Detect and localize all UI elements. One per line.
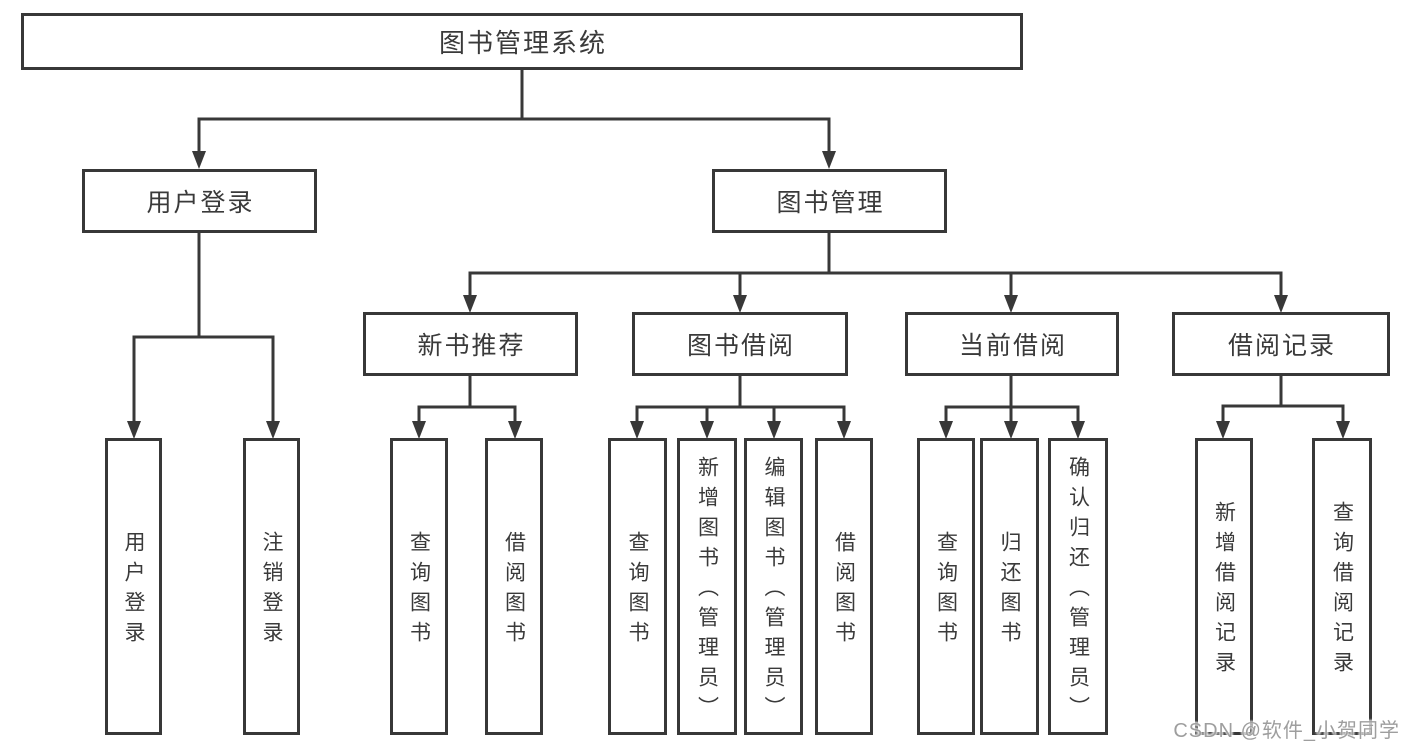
leaf-query-books-recommend: 查询图书	[390, 438, 448, 735]
node-label: 查询图书	[407, 531, 431, 651]
connector-line	[1221, 404, 1345, 421]
connector-line	[132, 335, 275, 421]
arrow-down-icon	[837, 421, 851, 439]
node-label: 查询图书	[626, 531, 649, 651]
node-label: 图书管理	[776, 189, 885, 217]
node-label: 图书借阅	[686, 332, 795, 360]
node-label: 新书推荐	[417, 332, 526, 360]
node-label: 编辑图书（管理员）	[762, 456, 785, 726]
arrow-down-icon	[733, 295, 747, 313]
connector-lines	[132, 70, 1345, 421]
node-label: 借阅图书	[832, 531, 856, 651]
arrow-down-icon	[939, 421, 953, 439]
node-new-book-recommend: 新书推荐	[363, 312, 578, 376]
arrow-down-icon	[767, 421, 781, 439]
csdn-watermark: CSDN @软件_小贺同学	[1173, 720, 1400, 742]
node-current-borrow: 当前借阅	[905, 312, 1119, 376]
leaf-return-book: 归还图书	[980, 438, 1039, 735]
arrow-down-icon	[1274, 295, 1288, 313]
node-book-management: 图书管理	[712, 169, 947, 233]
arrowheads	[127, 151, 1350, 439]
arrow-down-icon	[266, 421, 280, 439]
node-label: 图书管理系统	[438, 28, 607, 58]
leaf-add-book-admin: 新增图书（管理员）	[677, 438, 737, 735]
node-label: 确认归还（管理员）	[1066, 456, 1090, 726]
node-label: 新增借阅记录	[1212, 501, 1236, 681]
leaf-user-login: 用户登录	[105, 438, 162, 735]
leaf-confirm-return-admin: 确认归还（管理员）	[1048, 438, 1108, 735]
node-borrow-records: 借阅记录	[1172, 312, 1390, 376]
arrow-down-icon	[127, 421, 141, 439]
arrow-down-icon	[192, 151, 206, 169]
leaf-edit-book-admin: 编辑图书（管理员）	[744, 438, 803, 735]
node-label: 归还图书	[998, 531, 1021, 651]
node-label: 查询图书	[934, 531, 958, 651]
node-label: 用户登录	[146, 189, 255, 217]
arrow-down-icon	[1071, 421, 1085, 439]
node-label: 借阅记录	[1227, 332, 1336, 360]
arrow-down-icon	[412, 421, 426, 439]
node-label: 当前借阅	[958, 332, 1067, 360]
arrow-down-icon	[700, 421, 714, 439]
arrow-down-icon	[822, 151, 836, 169]
connector-line	[635, 405, 846, 421]
node-label: 查询借阅记录	[1330, 501, 1354, 681]
connector-line	[197, 117, 831, 151]
node-book-borrow: 图书借阅	[632, 312, 848, 376]
leaf-add-borrow-record: 新增借阅记录	[1195, 438, 1253, 735]
connector-line	[468, 271, 1283, 295]
leaf-query-books-borrow: 查询图书	[608, 438, 667, 735]
arrow-down-icon	[508, 421, 522, 439]
arrow-down-icon	[1336, 421, 1350, 439]
leaf-query-borrow-record: 查询借阅记录	[1312, 438, 1372, 735]
node-label: 用户登录	[122, 531, 145, 651]
node-root-system: 图书管理系统	[21, 13, 1023, 70]
node-label: 注销登录	[260, 531, 283, 651]
node-label: 新增图书（管理员）	[695, 456, 719, 726]
arrow-down-icon	[463, 295, 477, 313]
node-label: 借阅图书	[502, 531, 526, 651]
arrow-down-icon	[1216, 421, 1230, 439]
leaf-borrow-books-borrow: 借阅图书	[815, 438, 873, 735]
arrow-down-icon	[1004, 421, 1018, 439]
leaf-borrow-books-recommend: 借阅图书	[485, 438, 543, 735]
connector-line	[417, 405, 517, 421]
leaf-query-books-current: 查询图书	[917, 438, 975, 735]
arrow-down-icon	[1004, 295, 1018, 313]
node-user-login: 用户登录	[82, 169, 317, 233]
arrow-down-icon	[630, 421, 644, 439]
leaf-logout: 注销登录	[243, 438, 300, 735]
